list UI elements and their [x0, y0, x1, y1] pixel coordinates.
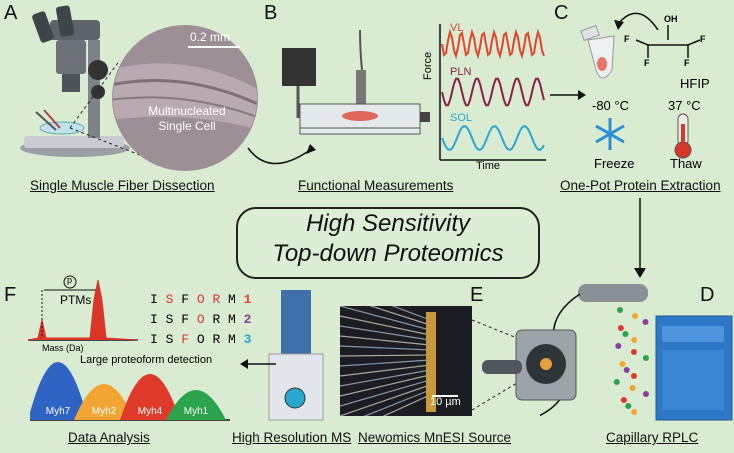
center-title-line-2: Top-down Proteomics	[272, 240, 504, 267]
panel-letter-b: B	[264, 2, 278, 24]
panel-letter-e: E	[470, 284, 484, 306]
sequence-number: 1	[243, 292, 252, 307]
center-title-line-1: High Sensitivity	[305, 210, 471, 237]
time-axis-label: Time	[476, 160, 501, 172]
trace-label-pln: PLN	[450, 66, 472, 78]
sequence-letter: M	[228, 332, 244, 347]
capillary-column	[578, 284, 648, 302]
arrow-ms-to-f	[240, 359, 276, 369]
proteoform-peaks: Myh7 Myh2 Myh4 Myh1	[30, 362, 230, 421]
panel-letter-c: C	[554, 2, 569, 24]
caption-b: Functional Measurements	[298, 178, 454, 193]
peak-label: Myh2	[92, 406, 117, 417]
sequence-letter: F	[181, 332, 197, 347]
trace-label-vl: VL	[450, 22, 464, 34]
center-title-box: High Sensitivity Top-down Proteomics	[236, 207, 540, 279]
sequence-letter: I	[150, 312, 166, 327]
caption-a: Single Muscle Fiber Dissection	[30, 178, 215, 193]
microscope-icon	[20, 5, 130, 157]
sequence-letter: I	[150, 292, 166, 307]
sequence-letter: O	[196, 332, 213, 347]
freeze-temperature: -80 °C	[592, 98, 629, 113]
source-illustration	[471, 319, 577, 411]
sequence-letter: M	[228, 292, 244, 307]
sequence-row: I S F O R M 1	[150, 290, 251, 310]
panel-a-illustration	[20, 5, 258, 171]
thermometer-icon	[674, 113, 692, 159]
panel-letter-f: F	[4, 284, 17, 306]
snowflake-icon	[595, 118, 625, 150]
trace-sol	[441, 125, 545, 151]
trace-label-sol: SOL	[450, 112, 473, 124]
scale-bar-label: 0.2 mm	[190, 30, 231, 44]
fluorine-label-4: F	[684, 58, 690, 68]
emitter-scale-label: 10 µm	[430, 396, 461, 408]
trace-pln	[441, 77, 545, 107]
sequence-letter: F	[181, 312, 197, 327]
fluorine-label-3: F	[644, 58, 650, 68]
caption-e: Newomics MnESI Source	[358, 430, 512, 445]
panel-letter-a: A	[4, 2, 18, 24]
sequence-number: 2	[243, 312, 252, 327]
caption-c: One-Pot Protein Extraction	[560, 178, 721, 193]
p-label: p	[67, 275, 73, 285]
emitter-micrograph	[340, 306, 472, 416]
sequence-row: I S F O R M 2	[150, 310, 251, 330]
sequence-letter: S	[165, 332, 182, 347]
sequence-letter: R	[212, 292, 229, 307]
sequence-letter: R	[212, 312, 229, 327]
ms-instrument-illustration	[268, 290, 324, 421]
sequence-letter: M	[228, 312, 244, 327]
proteoform-label: Large proteoform detection	[80, 354, 213, 366]
sequence-row: I S F O R M 3	[150, 330, 251, 350]
sequence-letter: F	[181, 292, 197, 307]
freeze-label: Freeze	[594, 156, 635, 171]
arrow-a-to-b	[247, 144, 316, 165]
thaw-temperature: 37 °C	[668, 98, 701, 113]
arrow-b-to-c	[550, 90, 586, 100]
sequence-letter: O	[196, 292, 213, 307]
caption-f: Data Analysis	[68, 430, 150, 445]
caption-d: Capillary RPLC	[606, 430, 699, 445]
cell-label: Multinucleated Single Cell	[148, 104, 226, 133]
ptm-spectrum	[27, 275, 139, 341]
force-traces-chart	[439, 24, 546, 161]
sequence-letter: R	[212, 332, 229, 347]
fluorine-label-1: F	[624, 34, 630, 44]
proteoform-peak	[30, 362, 88, 420]
sequence-letter: I	[150, 332, 166, 347]
thaw-label: Thaw	[670, 156, 702, 171]
proteoform-peak	[74, 384, 134, 420]
panel-letter-d: D	[700, 284, 715, 306]
ptm-label: PTMs	[60, 293, 92, 307]
peak-label: Myh1	[184, 406, 209, 417]
force-axis-label: Force	[422, 51, 434, 80]
caption-ms: High Resolution MS	[232, 430, 352, 445]
force-rig-illustration	[282, 29, 430, 135]
mass-axis-label: Mass (Da)	[42, 343, 84, 353]
extraction-illustration	[580, 12, 701, 159]
peak-label: Myh7	[46, 406, 71, 417]
sequence-letter: S	[165, 312, 182, 327]
sequence-number: 3	[243, 332, 252, 347]
sequence-letter: O	[196, 312, 213, 327]
sequence-letter: S	[165, 292, 182, 307]
rplc-illustration	[540, 284, 733, 421]
proteoform-peak	[166, 390, 226, 420]
proteoform-peak	[120, 374, 180, 420]
hfip-oh-label: OH	[664, 14, 678, 24]
fluorine-label-2: F	[700, 34, 706, 44]
reagent-label: HFIP	[680, 76, 710, 91]
arrow-c-to-d	[634, 198, 646, 278]
peak-label: Myh4	[138, 406, 163, 417]
trace-vl	[441, 28, 545, 60]
